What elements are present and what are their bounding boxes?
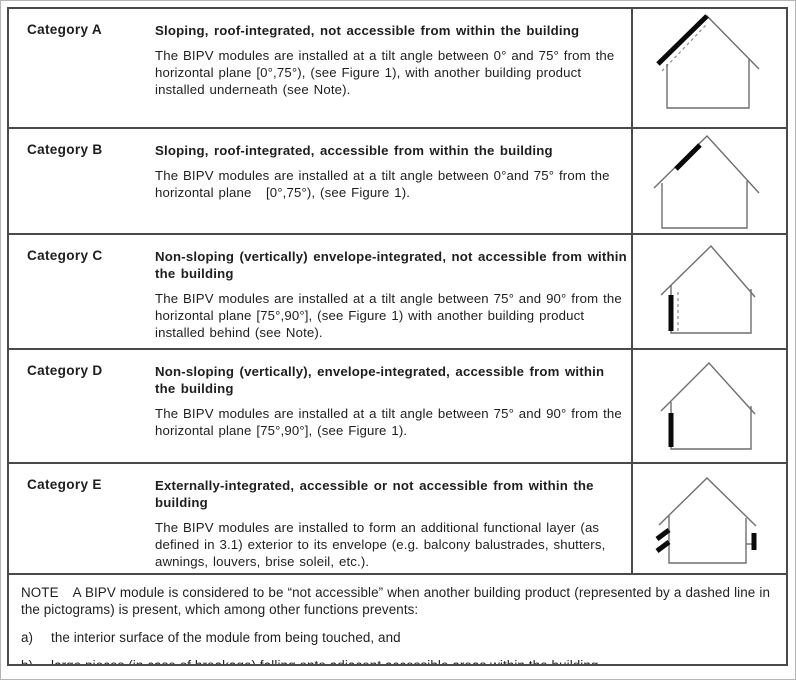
house-external-louvers-and-balustrade-icon <box>655 477 757 564</box>
category-c-text-cell: Category C Non-sloping (vertically) enve… <box>9 235 631 348</box>
category-label: Category D <box>27 363 103 378</box>
category-description: The BIPV modules are installed at a tilt… <box>155 168 615 200</box>
note-item-marker: a) <box>21 630 34 645</box>
house-vertical-wall-module-with-dashed-backing-icon <box>660 244 756 334</box>
category-a-content: Sloping, roof-integrated, not accessible… <box>155 22 627 98</box>
table-row-category-e: Category E Externally-integrated, access… <box>9 464 786 575</box>
category-a-text-cell: Category A Sloping, roof-integrated, not… <box>9 9 631 127</box>
category-title: Externally-integrated, accessible or not… <box>155 478 594 510</box>
category-d-content: Non-sloping (vertically), envelope-integ… <box>155 363 627 439</box>
table-row-category-a: Category A Sloping, roof-integrated, not… <box>9 9 786 129</box>
category-c-pictogram-cell <box>631 235 786 348</box>
category-description: The BIPV modules are installed at a tilt… <box>155 48 620 97</box>
category-label: Category E <box>27 477 102 492</box>
note-text: A BIPV module is considered to be “not a… <box>21 585 770 617</box>
category-b-text-cell: Category B Sloping, roof-integrated, acc… <box>9 129 631 233</box>
category-label: Category B <box>27 142 103 157</box>
note-item-text: large pieces (in case of breakage) falli… <box>51 657 770 664</box>
category-description: The BIPV modules are installed at a tilt… <box>155 291 627 340</box>
note-item-text: the interior surface of the module from … <box>51 630 401 645</box>
house-sloping-roof-module-with-dashed-underlay-icon <box>656 14 760 109</box>
note-label: NOTE <box>21 585 59 600</box>
category-title: Non-sloping (vertically) envelope-integr… <box>155 249 627 281</box>
category-label: Category A <box>27 22 103 37</box>
category-a-pictogram-cell <box>631 9 786 127</box>
category-d-pictogram-cell <box>631 350 786 462</box>
category-b-pictogram-cell <box>631 129 786 233</box>
note-item-a: a) the interior surface of the module fr… <box>21 629 770 646</box>
category-label: Category C <box>27 248 103 263</box>
category-description: The BIPV modules are installed to form a… <box>155 520 611 569</box>
table-row-category-c: Category C Non-sloping (vertically) enve… <box>9 235 786 350</box>
category-title: Sloping, roof-integrated, not accessible… <box>155 23 580 38</box>
category-description: The BIPV modules are installed at a tilt… <box>155 406 627 438</box>
category-e-text-cell: Category E Externally-integrated, access… <box>9 464 631 573</box>
category-b-content: Sloping, roof-integrated, accessible fro… <box>155 142 627 201</box>
note-item-b: b) large pieces (in case of breakage) fa… <box>21 657 770 664</box>
house-sloping-roof-module-icon <box>653 134 760 229</box>
category-title: Non-sloping (vertically), envelope-integ… <box>155 364 605 396</box>
category-e-pictogram-cell <box>631 464 786 573</box>
table-row-category-d: Category D Non-sloping (vertically), env… <box>9 350 786 464</box>
bipv-category-table: Category A Sloping, roof-integrated, not… <box>7 7 788 666</box>
category-d-text-cell: Category D Non-sloping (vertically), env… <box>9 350 631 462</box>
category-c-content: Non-sloping (vertically) envelope-integr… <box>155 248 627 341</box>
house-vertical-wall-module-icon <box>660 361 756 450</box>
table-row-category-b: Category B Sloping, roof-integrated, acc… <box>9 129 786 235</box>
category-title: Sloping, roof-integrated, accessible fro… <box>155 143 553 158</box>
category-e-content: Externally-integrated, accessible or not… <box>155 477 627 570</box>
note-item-marker: b) <box>21 657 51 664</box>
